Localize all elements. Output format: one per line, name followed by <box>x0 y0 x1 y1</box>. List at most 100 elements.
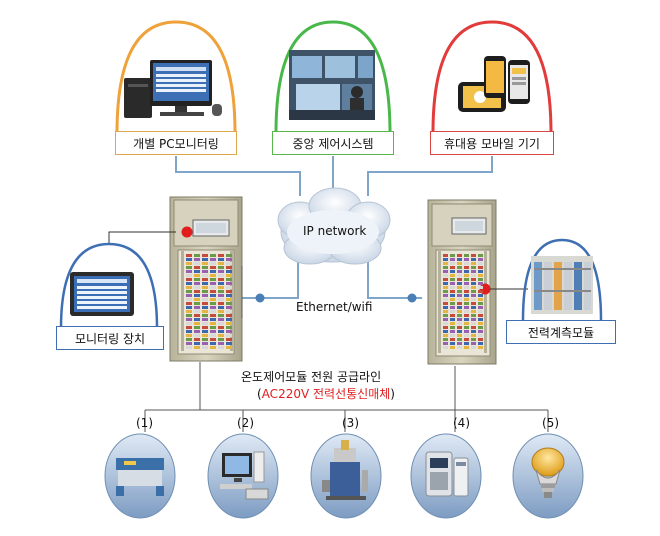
terminal-cell <box>450 330 455 333</box>
terminal-cell <box>457 318 462 321</box>
terminal-cell <box>194 306 200 309</box>
ip-network-label: IP network <box>303 224 367 238</box>
terminal-cell <box>186 262 192 265</box>
terminal-cell <box>450 314 455 317</box>
touch-panel-icon <box>70 272 134 316</box>
terminal-cell <box>218 338 224 341</box>
terminal-cell <box>464 338 469 341</box>
terminal-cell <box>218 318 224 321</box>
terminal-cell <box>471 254 476 257</box>
terminal-cell <box>457 342 462 345</box>
terminal-cell <box>218 254 224 257</box>
terminal-cell <box>478 254 483 257</box>
ethernet-wifi-label: Ethernet/wifi <box>296 300 373 314</box>
bottom-node-number-1: (1) <box>136 416 153 430</box>
terminal-cell <box>210 258 216 261</box>
terminal-cell <box>186 310 192 313</box>
terminal-cell <box>186 294 192 297</box>
terminal-cell <box>218 258 224 261</box>
terminal-cell <box>194 258 200 261</box>
terminal-cell <box>471 262 476 265</box>
terminal-cell <box>194 274 200 277</box>
terminal-cell <box>186 306 192 309</box>
terminal-cell <box>226 294 232 297</box>
terminal-cell <box>186 254 192 257</box>
lab-equipment-icon <box>322 440 368 500</box>
terminal-cell <box>478 310 483 313</box>
terminal-cell <box>218 334 224 337</box>
terminal-cell <box>478 298 483 301</box>
terminal-cell <box>443 298 448 301</box>
terminal-cell <box>226 310 232 313</box>
terminal-cell <box>471 310 476 313</box>
light-bulb-icon <box>531 447 565 498</box>
terminal-cell <box>202 322 208 325</box>
terminal-cell <box>443 266 448 269</box>
label-monitoring-device: 모니터링 장치 <box>56 326 164 350</box>
terminal-cell <box>464 262 469 265</box>
smartphone-icon <box>458 56 530 112</box>
terminal-cell <box>464 298 469 301</box>
terminal-cell <box>186 302 192 305</box>
terminal-cell <box>186 318 192 321</box>
terminal-cell <box>457 310 462 313</box>
bottom-node-number-4: (4) <box>453 416 470 430</box>
terminal-cell <box>202 314 208 317</box>
terminal-cell <box>464 274 469 277</box>
terminal-cell <box>194 254 200 257</box>
terminal-cell <box>478 266 483 269</box>
terminal-cell <box>471 322 476 325</box>
terminal-cell <box>218 266 224 269</box>
terminal-cell <box>471 346 476 349</box>
terminal-cell <box>210 318 216 321</box>
link-dot-left <box>255 293 265 303</box>
terminal-cell <box>443 278 448 281</box>
terminal-cell <box>194 326 200 329</box>
terminal-cell <box>471 326 476 329</box>
terminal-cell <box>457 338 462 341</box>
terminal-cell <box>464 294 469 297</box>
terminal-cell <box>218 330 224 333</box>
terminal-cell <box>186 290 192 293</box>
terminal-cell <box>471 266 476 269</box>
terminal-cell <box>443 330 448 333</box>
terminal-cell <box>464 258 469 261</box>
terminal-cell <box>450 274 455 277</box>
power-distribution-lines <box>144 362 549 432</box>
terminal-cell <box>443 286 448 289</box>
terminal-cell <box>450 286 455 289</box>
terminal-cell <box>464 346 469 349</box>
subtitle-open-paren: ( <box>257 387 262 401</box>
terminal-cell <box>194 342 200 345</box>
terminal-cell <box>202 290 208 293</box>
terminal-cell <box>457 266 462 269</box>
terminal-cell <box>194 318 200 321</box>
terminal-cell <box>464 290 469 293</box>
terminal-cell <box>443 338 448 341</box>
terminal-cell <box>471 314 476 317</box>
terminal-cell <box>471 330 476 333</box>
terminal-cell <box>210 262 216 265</box>
desktop-pc-icon <box>124 60 222 118</box>
terminal-cell <box>478 270 483 273</box>
bottom-node-number-5: (5) <box>542 416 559 430</box>
terminal-cell <box>471 338 476 341</box>
terminal-cell <box>464 266 469 269</box>
terminal-cell <box>202 274 208 277</box>
terminal-cell <box>202 286 208 289</box>
terminal-cell <box>443 254 448 257</box>
terminal-cell <box>210 282 216 285</box>
terminal-cell <box>194 282 200 285</box>
terminal-cell <box>443 318 448 321</box>
terminal-cell <box>478 286 483 289</box>
terminal-cell <box>226 318 232 321</box>
terminal-cell <box>478 282 483 285</box>
terminal-cell <box>471 258 476 261</box>
terminal-cell <box>464 286 469 289</box>
terminal-cell <box>218 346 224 349</box>
terminal-cell <box>443 290 448 293</box>
left-cabinet-red-indicator <box>181 226 193 238</box>
terminal-cell <box>464 310 469 313</box>
terminal-cell <box>186 266 192 269</box>
